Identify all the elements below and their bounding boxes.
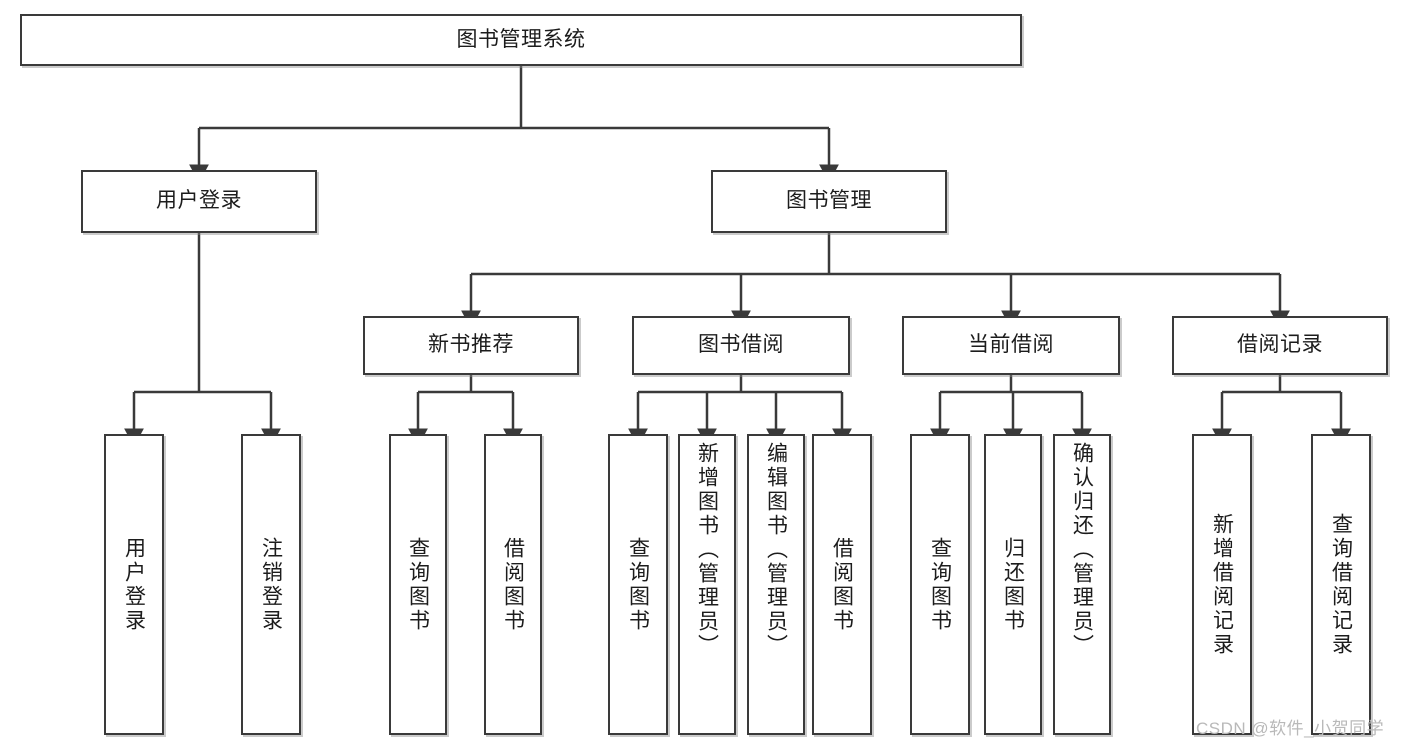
node-l3-current[interactable]: 当前借阅	[902, 316, 1120, 375]
node-leaf-user-login[interactable]: 用户登录	[104, 434, 164, 735]
node-leaf-bb-query[interactable]: 查询图书	[608, 434, 668, 735]
node-l2-book-mgmt[interactable]: 图书管理	[711, 170, 947, 233]
node-label: 查询图书	[928, 536, 952, 633]
node-leaf-cb-query[interactable]: 查询图书	[910, 434, 970, 735]
watermark: CSDN @软件_小贺同学	[1196, 719, 1385, 738]
node-l2-user-login[interactable]: 用户登录	[81, 170, 317, 233]
node-l3-borrow[interactable]: 图书借阅	[632, 316, 850, 375]
node-l3-new-book[interactable]: 新书推荐	[363, 316, 579, 375]
node-label: 编辑图书（管理员）	[764, 442, 788, 658]
node-label: 查询图书	[626, 536, 650, 633]
node-label: 新增图书（管理员）	[695, 442, 719, 658]
node-leaf-rec-add[interactable]: 新增借阅记录	[1192, 434, 1252, 735]
node-leaf-logout[interactable]: 注销登录	[241, 434, 301, 735]
node-label: 归还图书	[1001, 536, 1025, 633]
node-label: 注销登录	[259, 536, 283, 633]
node-leaf-rec-query[interactable]: 查询借阅记录	[1311, 434, 1371, 735]
node-label: 查询借阅记录	[1329, 512, 1353, 657]
node-label: 确认归还（管理员）	[1070, 442, 1094, 658]
node-leaf-nb-query[interactable]: 查询图书	[389, 434, 447, 735]
node-leaf-cb-confirm[interactable]: 确认归还（管理员）	[1053, 434, 1111, 735]
node-label: 当前借阅	[968, 333, 1054, 357]
node-label: 图书借阅	[698, 333, 784, 357]
node-label: 图书管理系统	[456, 27, 586, 51]
node-leaf-bb-add[interactable]: 新增图书（管理员）	[678, 434, 736, 735]
node-label: 查询图书	[406, 536, 430, 633]
node-label: 借阅图书	[830, 536, 854, 633]
node-label: 用户登录	[156, 189, 242, 213]
edge-group	[124, 66, 1351, 447]
node-label: 用户登录	[122, 536, 146, 633]
node-leaf-nb-borrow[interactable]: 借阅图书	[484, 434, 542, 735]
node-label: 新增借阅记录	[1210, 512, 1234, 657]
node-label: 图书管理	[786, 189, 872, 213]
node-root[interactable]: 图书管理系统	[20, 14, 1022, 66]
node-leaf-cb-return[interactable]: 归还图书	[984, 434, 1042, 735]
node-leaf-bb-edit[interactable]: 编辑图书（管理员）	[747, 434, 805, 735]
node-label: 借阅记录	[1237, 333, 1323, 357]
node-label: 借阅图书	[501, 536, 525, 633]
node-label: 新书推荐	[428, 333, 514, 357]
node-leaf-bb-borrow[interactable]: 借阅图书	[812, 434, 872, 735]
node-l3-record[interactable]: 借阅记录	[1172, 316, 1388, 375]
